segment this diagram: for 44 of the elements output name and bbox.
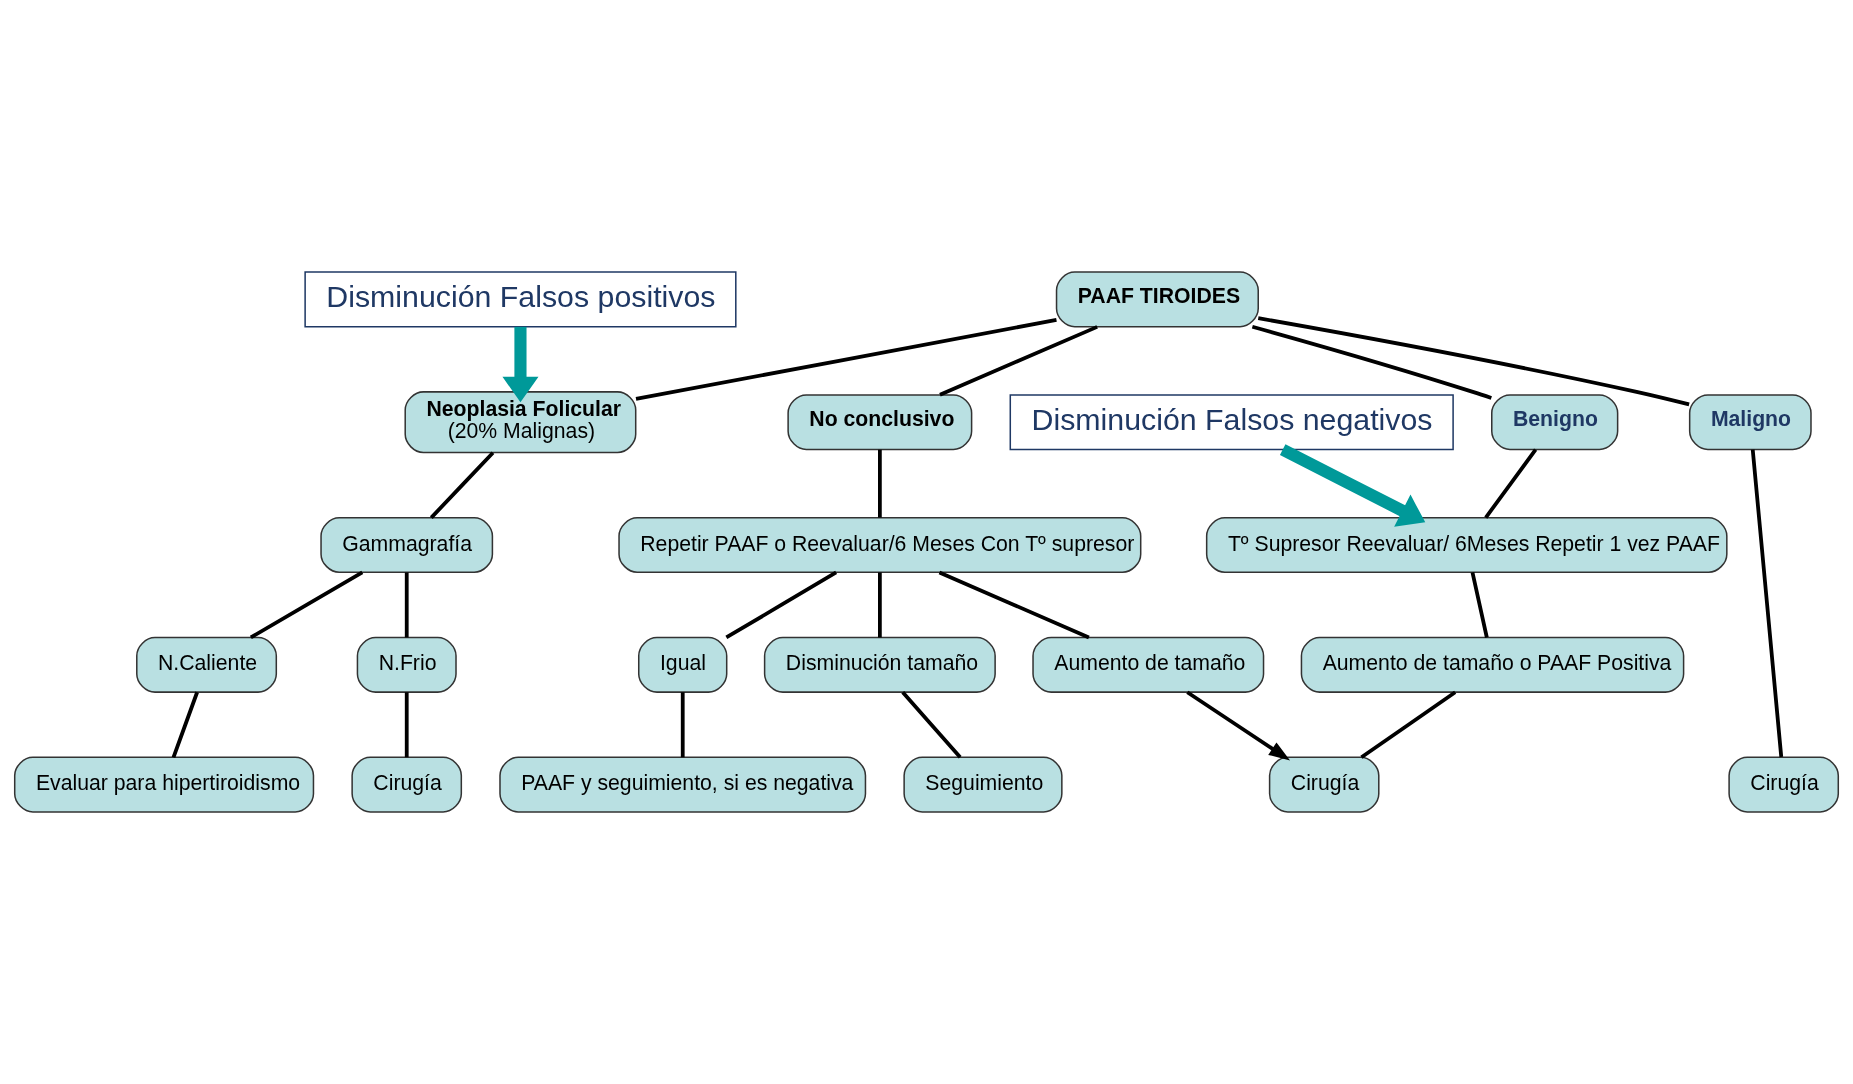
connector [404, 572, 409, 638]
connector [1750, 449, 1784, 758]
connector [938, 570, 1090, 640]
node-box: Aumento de tamaño o PAAF Positiva [1300, 636, 1685, 693]
node-box: Evaluar para hipertiroidismo [13, 756, 315, 813]
connector [680, 692, 685, 758]
arrow [1186, 690, 1291, 761]
connector [429, 451, 495, 519]
node-box: Gammagrafía [320, 517, 494, 574]
node-box: Maligno [1688, 394, 1812, 451]
connector [1257, 316, 1690, 407]
node-box: Repetir PAAF o Reevaluar/6 Meses Con Tº supresor [618, 517, 1142, 574]
connector [877, 572, 882, 638]
node-box: Neoplasia Folicular (20% Malignas) [404, 391, 637, 454]
connector [725, 570, 838, 640]
node-box: Cirugía [1268, 756, 1380, 813]
node-box: Cirugía [351, 756, 463, 813]
connector [1360, 690, 1457, 759]
node-box: Disminución Falsos positivos [304, 271, 737, 328]
node-box: Tº Supresor Reevaluar/ 6Meses Repetir 1 vez PAAF [1205, 517, 1728, 574]
connector [635, 318, 1057, 401]
connector [939, 325, 1098, 397]
connector [901, 691, 962, 759]
arrow [1279, 444, 1426, 527]
arrow [502, 326, 539, 403]
node-box: Disminución Falsos negativos [1009, 394, 1454, 451]
node-box: PAAF y seguimiento, si es negativa [499, 756, 867, 813]
connector [1251, 324, 1492, 400]
connector [249, 570, 364, 640]
node-box: N.Caliente [136, 636, 278, 693]
node-box: N.Frio [356, 636, 457, 693]
connector [1484, 448, 1538, 519]
node-box: PAAF TIROIDES [1055, 271, 1259, 328]
connector [877, 449, 882, 518]
node-box: Aumento de tamaño [1032, 636, 1265, 693]
node-box: Benigno [1491, 394, 1619, 451]
node-box: Cirugía [1728, 756, 1840, 813]
connector [171, 691, 199, 758]
node-box: Igual [638, 636, 728, 693]
node-box: Seguimiento [903, 756, 1063, 813]
connector [404, 692, 409, 758]
node-box: No conclusivo [787, 394, 973, 451]
node-box: Disminución tamaño [763, 636, 996, 693]
connector [1470, 572, 1489, 638]
